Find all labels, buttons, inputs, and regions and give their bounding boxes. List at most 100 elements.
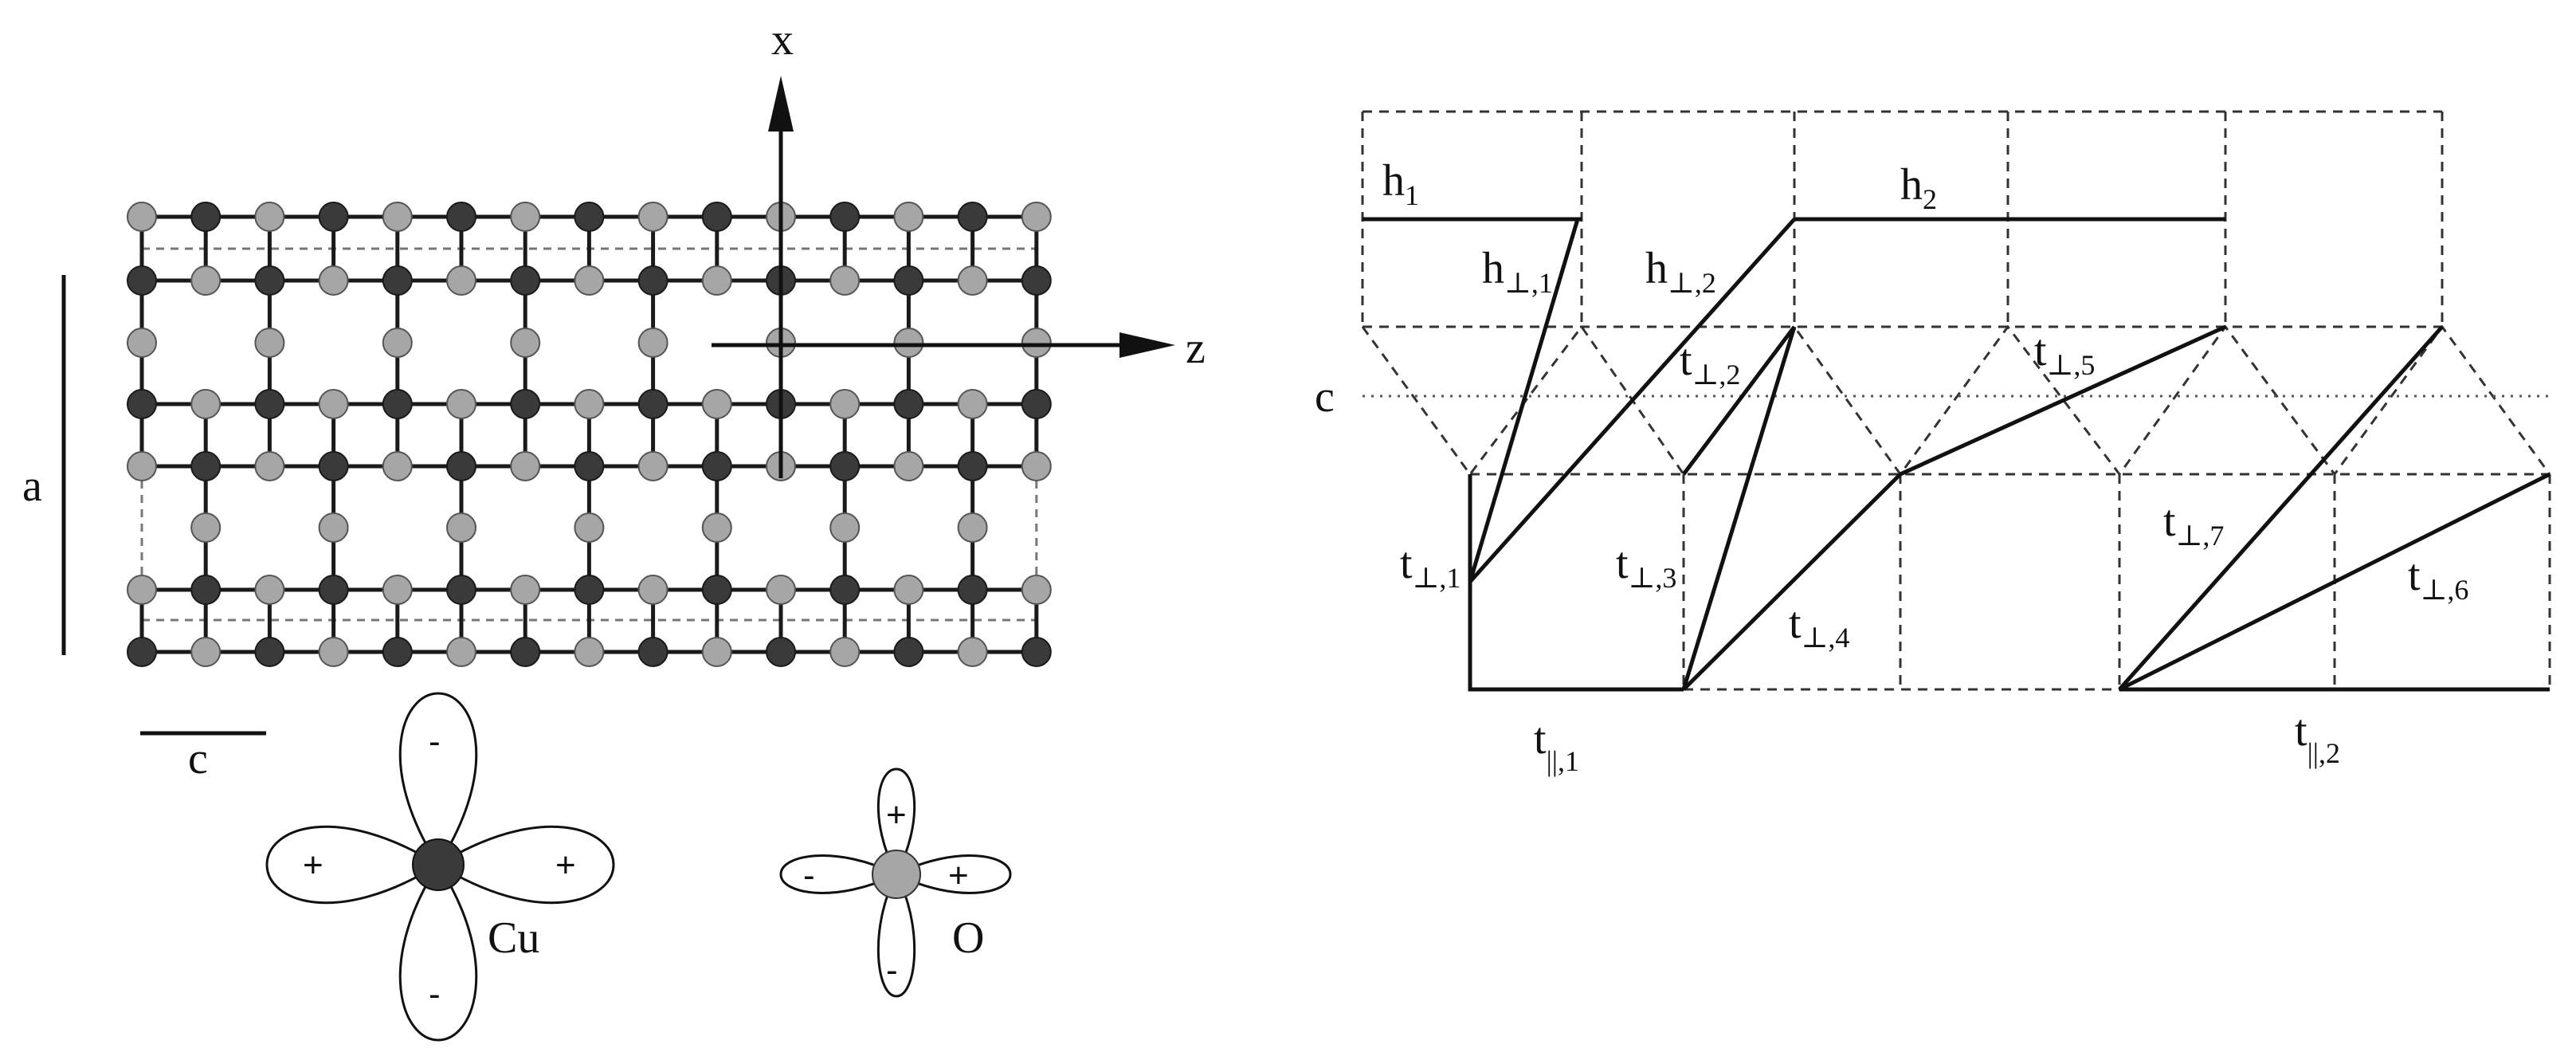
o-atom bbox=[254, 202, 285, 232]
cu-atom bbox=[957, 575, 988, 605]
cu-sign-right: + bbox=[555, 846, 576, 885]
t-perp-6-path bbox=[2118, 472, 2551, 692]
o-atom bbox=[829, 389, 861, 419]
label-h-perp-2: h⊥,2 bbox=[1645, 244, 1716, 299]
o-atom bbox=[829, 512, 861, 543]
cu-atom bbox=[190, 451, 222, 481]
t-perp-4-path bbox=[1682, 473, 1902, 691]
t-perp-7-path bbox=[2118, 325, 2444, 691]
h-perp-1-path bbox=[1468, 218, 1580, 583]
o-atom bbox=[446, 637, 476, 667]
dashed-grid bbox=[1361, 110, 2551, 691]
o-atom bbox=[382, 575, 413, 605]
o-atom bbox=[510, 575, 541, 605]
cu-label: Cu bbox=[488, 913, 539, 963]
o-orbital-lobe-left bbox=[779, 854, 900, 894]
o-orbital-lobe-up bbox=[876, 768, 916, 877]
cu-atom bbox=[1021, 637, 1052, 667]
o-atom bbox=[190, 265, 222, 296]
o-atom bbox=[382, 451, 413, 481]
label-t-perp-4: t⊥,4 bbox=[1789, 599, 1849, 654]
cu-atom bbox=[829, 451, 861, 481]
o-atom bbox=[446, 389, 476, 419]
o-atom bbox=[637, 202, 669, 232]
o-atom bbox=[829, 637, 861, 667]
cu-atom bbox=[446, 575, 476, 605]
o-label: O bbox=[952, 913, 984, 963]
o-atom bbox=[510, 451, 541, 481]
o-atom bbox=[574, 265, 605, 296]
lattice-panel: x z a c - + + - Cu bbox=[22, 15, 1206, 1042]
label-t-perp-6: t⊥,6 bbox=[2408, 551, 2468, 606]
label-h2: h2 bbox=[1900, 160, 1937, 215]
label-t-perp-7: t⊥,7 bbox=[2163, 497, 2224, 552]
cu-atom bbox=[254, 637, 285, 667]
o-atom bbox=[637, 451, 669, 481]
cu-atom bbox=[637, 265, 669, 296]
o-atom bbox=[127, 451, 157, 481]
cu-atom bbox=[701, 451, 732, 481]
o-orbital-diagram: + - + - O bbox=[779, 768, 1012, 998]
cu-sign-top: - bbox=[429, 722, 441, 761]
a-dimension-label: a bbox=[22, 461, 42, 511]
cu-atom bbox=[701, 575, 732, 605]
o-atom bbox=[701, 265, 732, 296]
z-axis-arrowhead bbox=[1119, 332, 1175, 358]
o-atom bbox=[318, 389, 349, 419]
o-atom bbox=[957, 389, 988, 419]
o-atom bbox=[893, 328, 924, 358]
lattice-atoms bbox=[127, 202, 1052, 667]
cu-atom bbox=[893, 265, 924, 296]
o-atom bbox=[893, 202, 924, 232]
cu-atom bbox=[893, 637, 924, 667]
cu-atom bbox=[127, 389, 157, 419]
cu-atom bbox=[829, 575, 861, 605]
o-atom bbox=[1021, 328, 1052, 358]
cu-atom bbox=[318, 575, 349, 605]
o-atom bbox=[446, 512, 476, 543]
t-perp-5-path bbox=[1899, 324, 2227, 477]
cu-atom bbox=[382, 637, 413, 667]
o-orbital-lobe-down bbox=[876, 871, 916, 998]
cu-atom bbox=[766, 637, 796, 667]
o-atom bbox=[1021, 451, 1052, 481]
cu-atom bbox=[829, 202, 861, 232]
o-atom bbox=[574, 512, 605, 543]
c-dimension-label: c bbox=[188, 734, 208, 783]
cu-atom bbox=[574, 202, 605, 232]
hopping-panel: c h1 h2 h⊥,1 h⊥,2 t⊥,1 t⊥,2 t⊥,3 t⊥,4 bbox=[1315, 110, 2551, 777]
hopping-paths bbox=[1362, 217, 2551, 692]
o-atom bbox=[1021, 575, 1052, 605]
label-t-par-2: t||,2 bbox=[2295, 706, 2340, 769]
o-atom bbox=[190, 389, 222, 419]
cu-atom bbox=[382, 265, 413, 296]
o-orbital-lobe-right bbox=[893, 854, 1012, 894]
cu-atom bbox=[127, 637, 157, 667]
o-atom bbox=[701, 637, 732, 667]
cu-atom bbox=[574, 451, 605, 481]
cu-atom bbox=[446, 451, 476, 481]
o-sign-right: + bbox=[948, 856, 969, 895]
o-atom bbox=[510, 328, 541, 358]
o-atom bbox=[318, 512, 349, 543]
x-axis-arrowhead bbox=[768, 76, 794, 132]
label-t-perp-2: t⊥,2 bbox=[1680, 336, 1740, 391]
o-atom-icon bbox=[872, 850, 921, 899]
label-t-perp-3: t⊥,3 bbox=[1616, 539, 1676, 594]
cu-atom bbox=[510, 265, 541, 296]
cu-atom bbox=[127, 265, 157, 296]
cu-sign-left: + bbox=[303, 846, 323, 885]
o-atom bbox=[318, 265, 349, 296]
cu-orbital-lobe-left bbox=[265, 825, 441, 905]
label-h-perp-1: h⊥,1 bbox=[1482, 244, 1553, 299]
o-sign-left: - bbox=[803, 856, 815, 895]
label-t-par-1: t||,1 bbox=[1534, 714, 1579, 777]
cu-atom bbox=[957, 202, 988, 232]
c-axis-label: c bbox=[1315, 372, 1335, 422]
cu-atom bbox=[510, 637, 541, 667]
cu-atom bbox=[574, 575, 605, 605]
coordinate-axes: x z bbox=[712, 15, 1206, 478]
cu-atom bbox=[957, 451, 988, 481]
o-atom bbox=[574, 389, 605, 419]
